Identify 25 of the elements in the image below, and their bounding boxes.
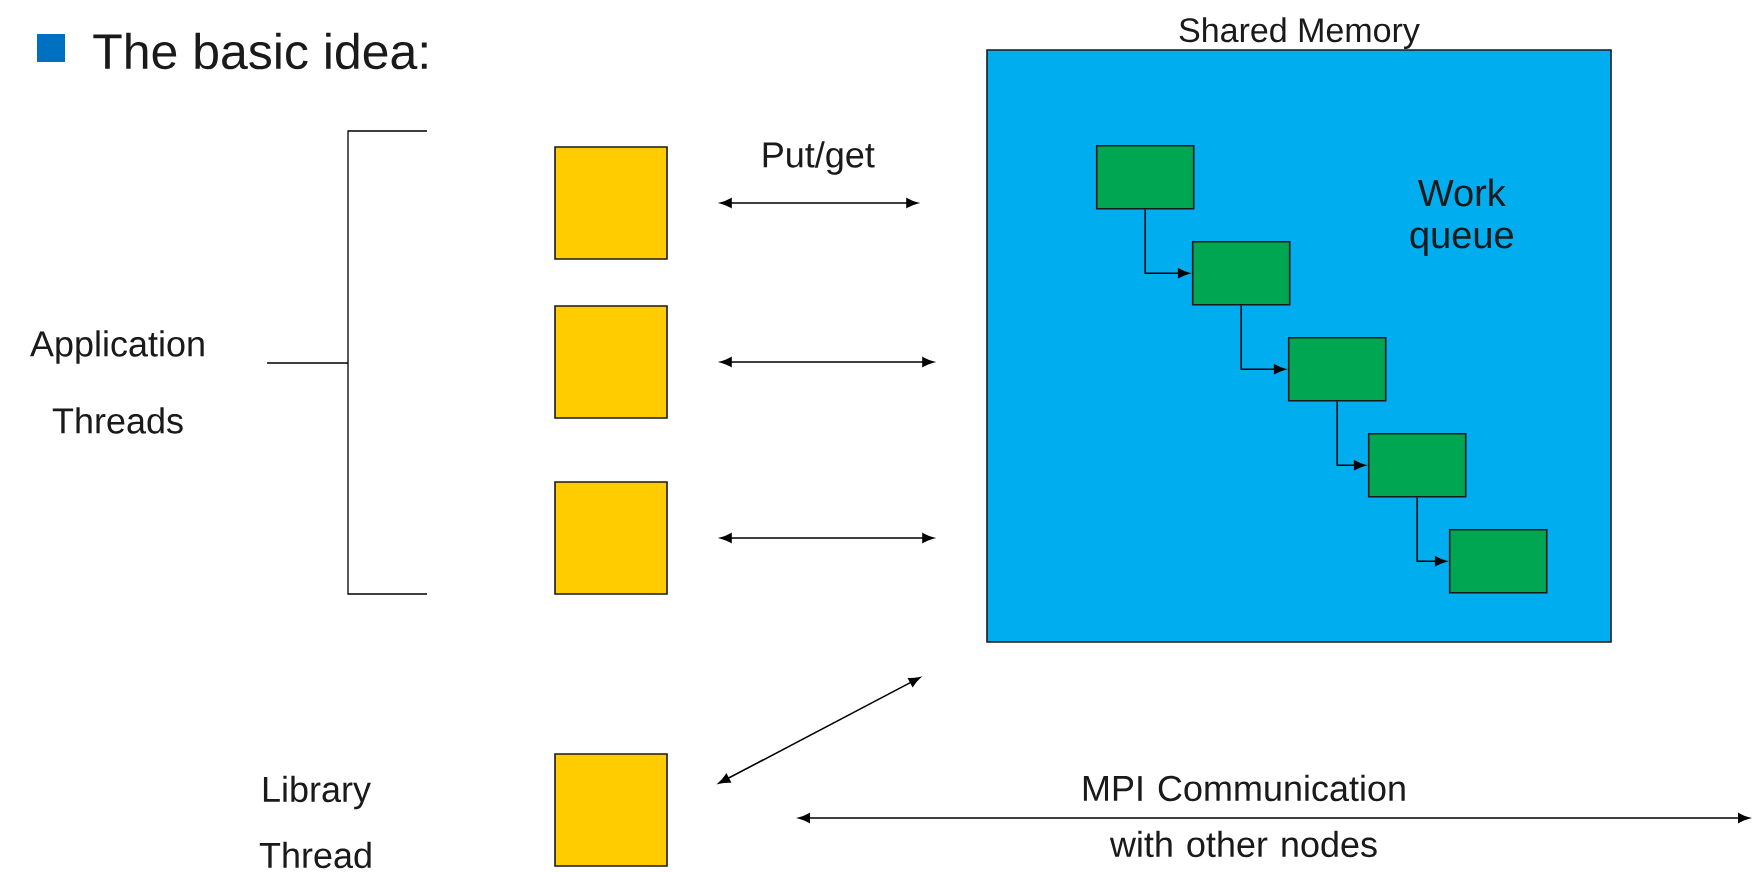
arrow xyxy=(720,198,918,208)
thread-box xyxy=(554,146,668,260)
title: The basic idea: xyxy=(93,32,427,70)
box-label: Shared Memory Work queue xyxy=(1179,17,1513,256)
arrow xyxy=(1240,304,1286,375)
node-label: Work queue xyxy=(1410,178,1513,256)
arrow xyxy=(720,533,934,543)
text-label: Application Threads xyxy=(30,330,204,434)
arrow xyxy=(1416,496,1447,567)
queue-item-box xyxy=(1367,432,1467,498)
thread-box xyxy=(554,305,668,419)
arrow xyxy=(718,676,921,784)
thread-box xyxy=(554,753,668,867)
queue-item-box xyxy=(1448,528,1548,594)
text-label: MPI Communication with other nodes xyxy=(1083,774,1405,858)
node-label: Shared Memory xyxy=(1179,17,1420,49)
queue-item-box xyxy=(1095,144,1195,210)
edge-label: Put/get xyxy=(763,141,875,175)
queue-item-box xyxy=(1191,240,1291,306)
text-label: Library Thread xyxy=(259,775,371,869)
arrow xyxy=(1144,208,1190,279)
queue-item-box xyxy=(1287,336,1387,402)
arrow xyxy=(720,357,934,367)
arrow xyxy=(1336,400,1366,471)
thread-box xyxy=(554,481,668,595)
